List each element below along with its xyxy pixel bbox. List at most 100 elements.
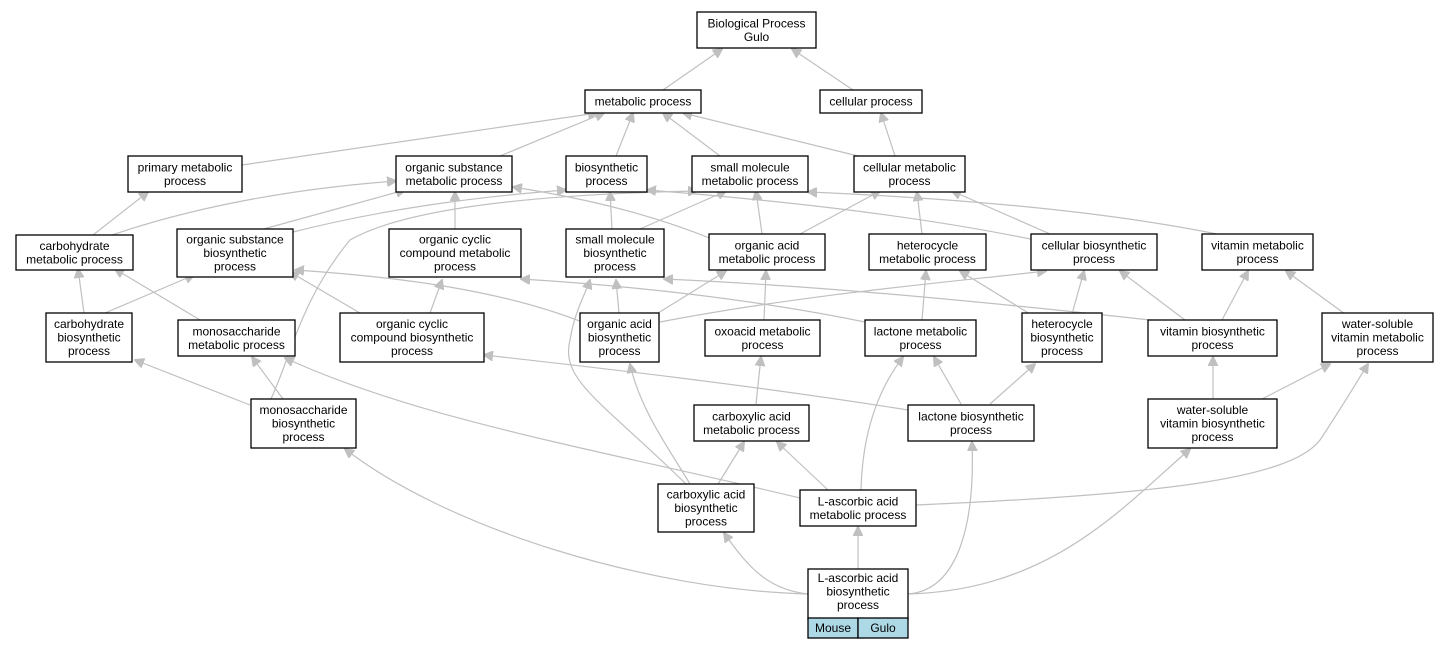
node-label-line: organic cyclic xyxy=(419,233,491,247)
edge-monobio-to-monomet xyxy=(252,357,284,400)
node-label-line: organic acid xyxy=(587,317,652,331)
edge-monomet-to-carbmet xyxy=(115,269,201,321)
edge-carbmet-to-primary xyxy=(92,192,148,236)
node-label-line: vitamin biosynthetic xyxy=(1160,417,1265,431)
edge-orgacidbio-to-orgsubbio xyxy=(295,270,583,323)
node-label-line: L-ascorbic acid xyxy=(818,494,899,508)
node-label-line: carboxylic acid xyxy=(712,409,791,423)
node-label-line: organic cyclic xyxy=(376,317,448,331)
node-label-line: L-ascorbic acid xyxy=(818,571,899,585)
node-box xyxy=(799,489,917,527)
node-label-line: biosynthetic xyxy=(203,246,266,260)
node-box xyxy=(45,312,133,363)
node-box xyxy=(565,228,665,278)
edge-orgacidbio-to-orgacid xyxy=(649,271,726,319)
node-label-line: cellular biosynthetic xyxy=(1042,238,1147,252)
node-label-line: monosaccharide xyxy=(259,403,347,417)
edge-carbbio-to-carbmet xyxy=(78,269,85,314)
edge-vitbio-to-vitmet xyxy=(1221,271,1248,321)
edge-orgsubbio-to-orgsub xyxy=(259,190,405,231)
node-label-line: process xyxy=(1236,252,1278,266)
edge-primary-to-metabolic xyxy=(241,113,597,166)
node-box xyxy=(565,155,648,193)
node-cellular[interactable]: cellular process xyxy=(819,89,923,114)
edge-wsvitmet-to-vitmet xyxy=(1286,271,1346,315)
node-label-line: metabolic process xyxy=(703,423,800,437)
node-box xyxy=(1147,398,1278,449)
node-label-line: biosynthetic xyxy=(1030,331,1093,345)
node-box xyxy=(853,155,966,193)
node-label-line: metabolic process xyxy=(810,508,907,522)
node-label-line: heterocycle xyxy=(897,238,959,252)
node-label-line: biosynthetic xyxy=(674,501,737,515)
edge-orgacidbio-to-smallmolbio xyxy=(616,280,619,314)
edge-oxoacid-to-orgacid xyxy=(764,271,766,321)
edges xyxy=(78,49,1368,595)
edge-smallmol-to-metabolic xyxy=(663,113,721,157)
node-label-line: metabolic process xyxy=(702,174,799,188)
node-label-line: process xyxy=(888,174,930,188)
node-box xyxy=(579,312,660,363)
node-label-line: metabolic process xyxy=(406,174,503,188)
edge-lascmet-to-lactmet xyxy=(860,357,903,491)
edge-carbacidbio-to-smallmolbio xyxy=(568,280,687,485)
node-metabolic[interactable]: metabolic process xyxy=(584,89,702,114)
edge-cellular-to-root xyxy=(792,49,854,91)
edge-wsvitbio-to-wsvitmet xyxy=(1261,364,1330,400)
node-label-line: primary metabolic xyxy=(138,160,233,174)
node-label-line: Gulo xyxy=(744,30,770,44)
edge-orgcycbio-to-orgsubbio xyxy=(290,272,361,314)
node-label-line: oxoacid metabolic xyxy=(714,324,810,338)
node-box xyxy=(250,398,357,449)
node-box xyxy=(1030,233,1158,271)
node-label-line: heterocycle xyxy=(1031,317,1093,331)
node-label-line: process xyxy=(214,260,256,274)
edge-vitbio-to-cellbio xyxy=(1120,271,1186,321)
annotation-label: Gulo xyxy=(870,621,896,635)
node-box xyxy=(657,483,755,533)
node-box xyxy=(1321,312,1434,363)
edge-cellmet-to-metabolic xyxy=(683,113,859,157)
edge-lactbio-to-hetbio xyxy=(989,364,1035,405)
edge-cellbio-to-biosyn xyxy=(647,190,1036,241)
node-box xyxy=(708,233,826,271)
node-label-line: biosynthetic xyxy=(575,160,638,174)
node-label-line: carbohydrate xyxy=(54,317,124,331)
edge-smallmolbio-to-smallmol xyxy=(639,191,726,230)
node-label-line: process xyxy=(282,430,324,444)
node-label-line: carbohydrate xyxy=(39,239,109,253)
node-label-line: biosynthetic xyxy=(826,585,889,599)
edge-query-to-lactbio xyxy=(907,442,972,595)
annotation-cell-gulo xyxy=(857,617,909,639)
